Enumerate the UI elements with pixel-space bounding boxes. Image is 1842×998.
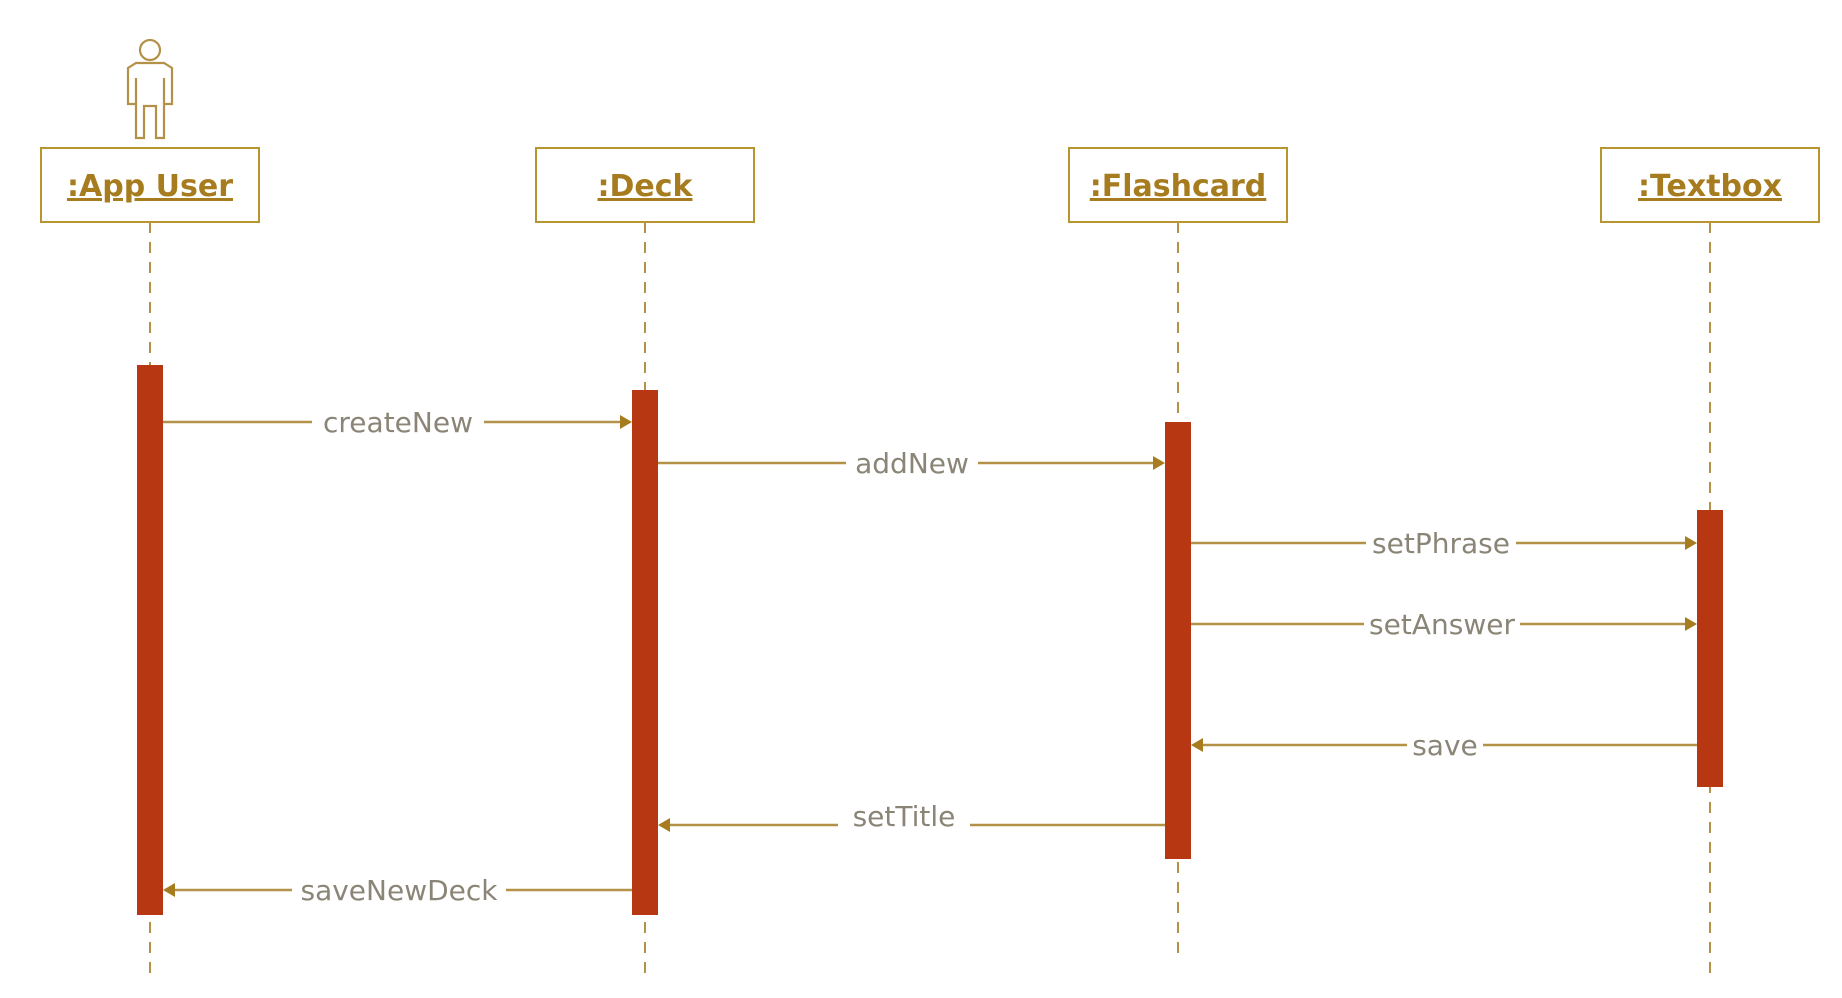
activation-deck xyxy=(632,390,658,915)
object-textbox: :Textbox xyxy=(1600,147,1820,223)
message-save-new-deck-label: saveNewDeck xyxy=(300,874,498,907)
arrowhead-icon xyxy=(620,415,632,429)
activation-textbox xyxy=(1697,510,1723,787)
message-save-new-deck: saveNewDeck xyxy=(163,872,632,907)
message-add-new-label: addNew xyxy=(855,447,969,480)
object-deck: :Deck xyxy=(535,147,755,223)
object-textbox-label: :Textbox xyxy=(1638,169,1782,204)
arrowhead-icon xyxy=(163,883,175,897)
message-save-label: save xyxy=(1412,729,1478,762)
arrowhead-icon xyxy=(1685,617,1697,631)
message-set-phrase: setPhrase xyxy=(1191,525,1697,560)
arrowhead-icon xyxy=(1153,456,1165,470)
object-app-user-label: :App User xyxy=(67,169,233,204)
message-add-new: addNew xyxy=(658,445,1165,480)
message-set-title-label: setTitle xyxy=(853,800,956,833)
activation-app-user xyxy=(137,365,163,915)
message-set-answer-label: setAnswer xyxy=(1369,608,1515,641)
message-save: save xyxy=(1191,727,1697,762)
arrowhead-icon xyxy=(1685,536,1697,550)
activation-flashcard xyxy=(1165,422,1191,859)
message-set-phrase-label: setPhrase xyxy=(1372,527,1510,560)
object-flashcard-label: :Flashcard xyxy=(1090,169,1267,204)
arrowhead-icon xyxy=(1191,738,1203,752)
object-deck-label: :Deck xyxy=(598,169,694,204)
message-set-answer: setAnswer xyxy=(1191,606,1697,641)
message-create-new-label: createNew xyxy=(323,406,473,439)
arrowhead-icon xyxy=(658,818,670,832)
message-set-title: setTitle xyxy=(658,798,1165,833)
actor-icon xyxy=(126,38,174,140)
message-create-new: createNew xyxy=(163,404,632,439)
object-flashcard: :Flashcard xyxy=(1068,147,1288,223)
object-app-user: :App User xyxy=(40,147,260,223)
